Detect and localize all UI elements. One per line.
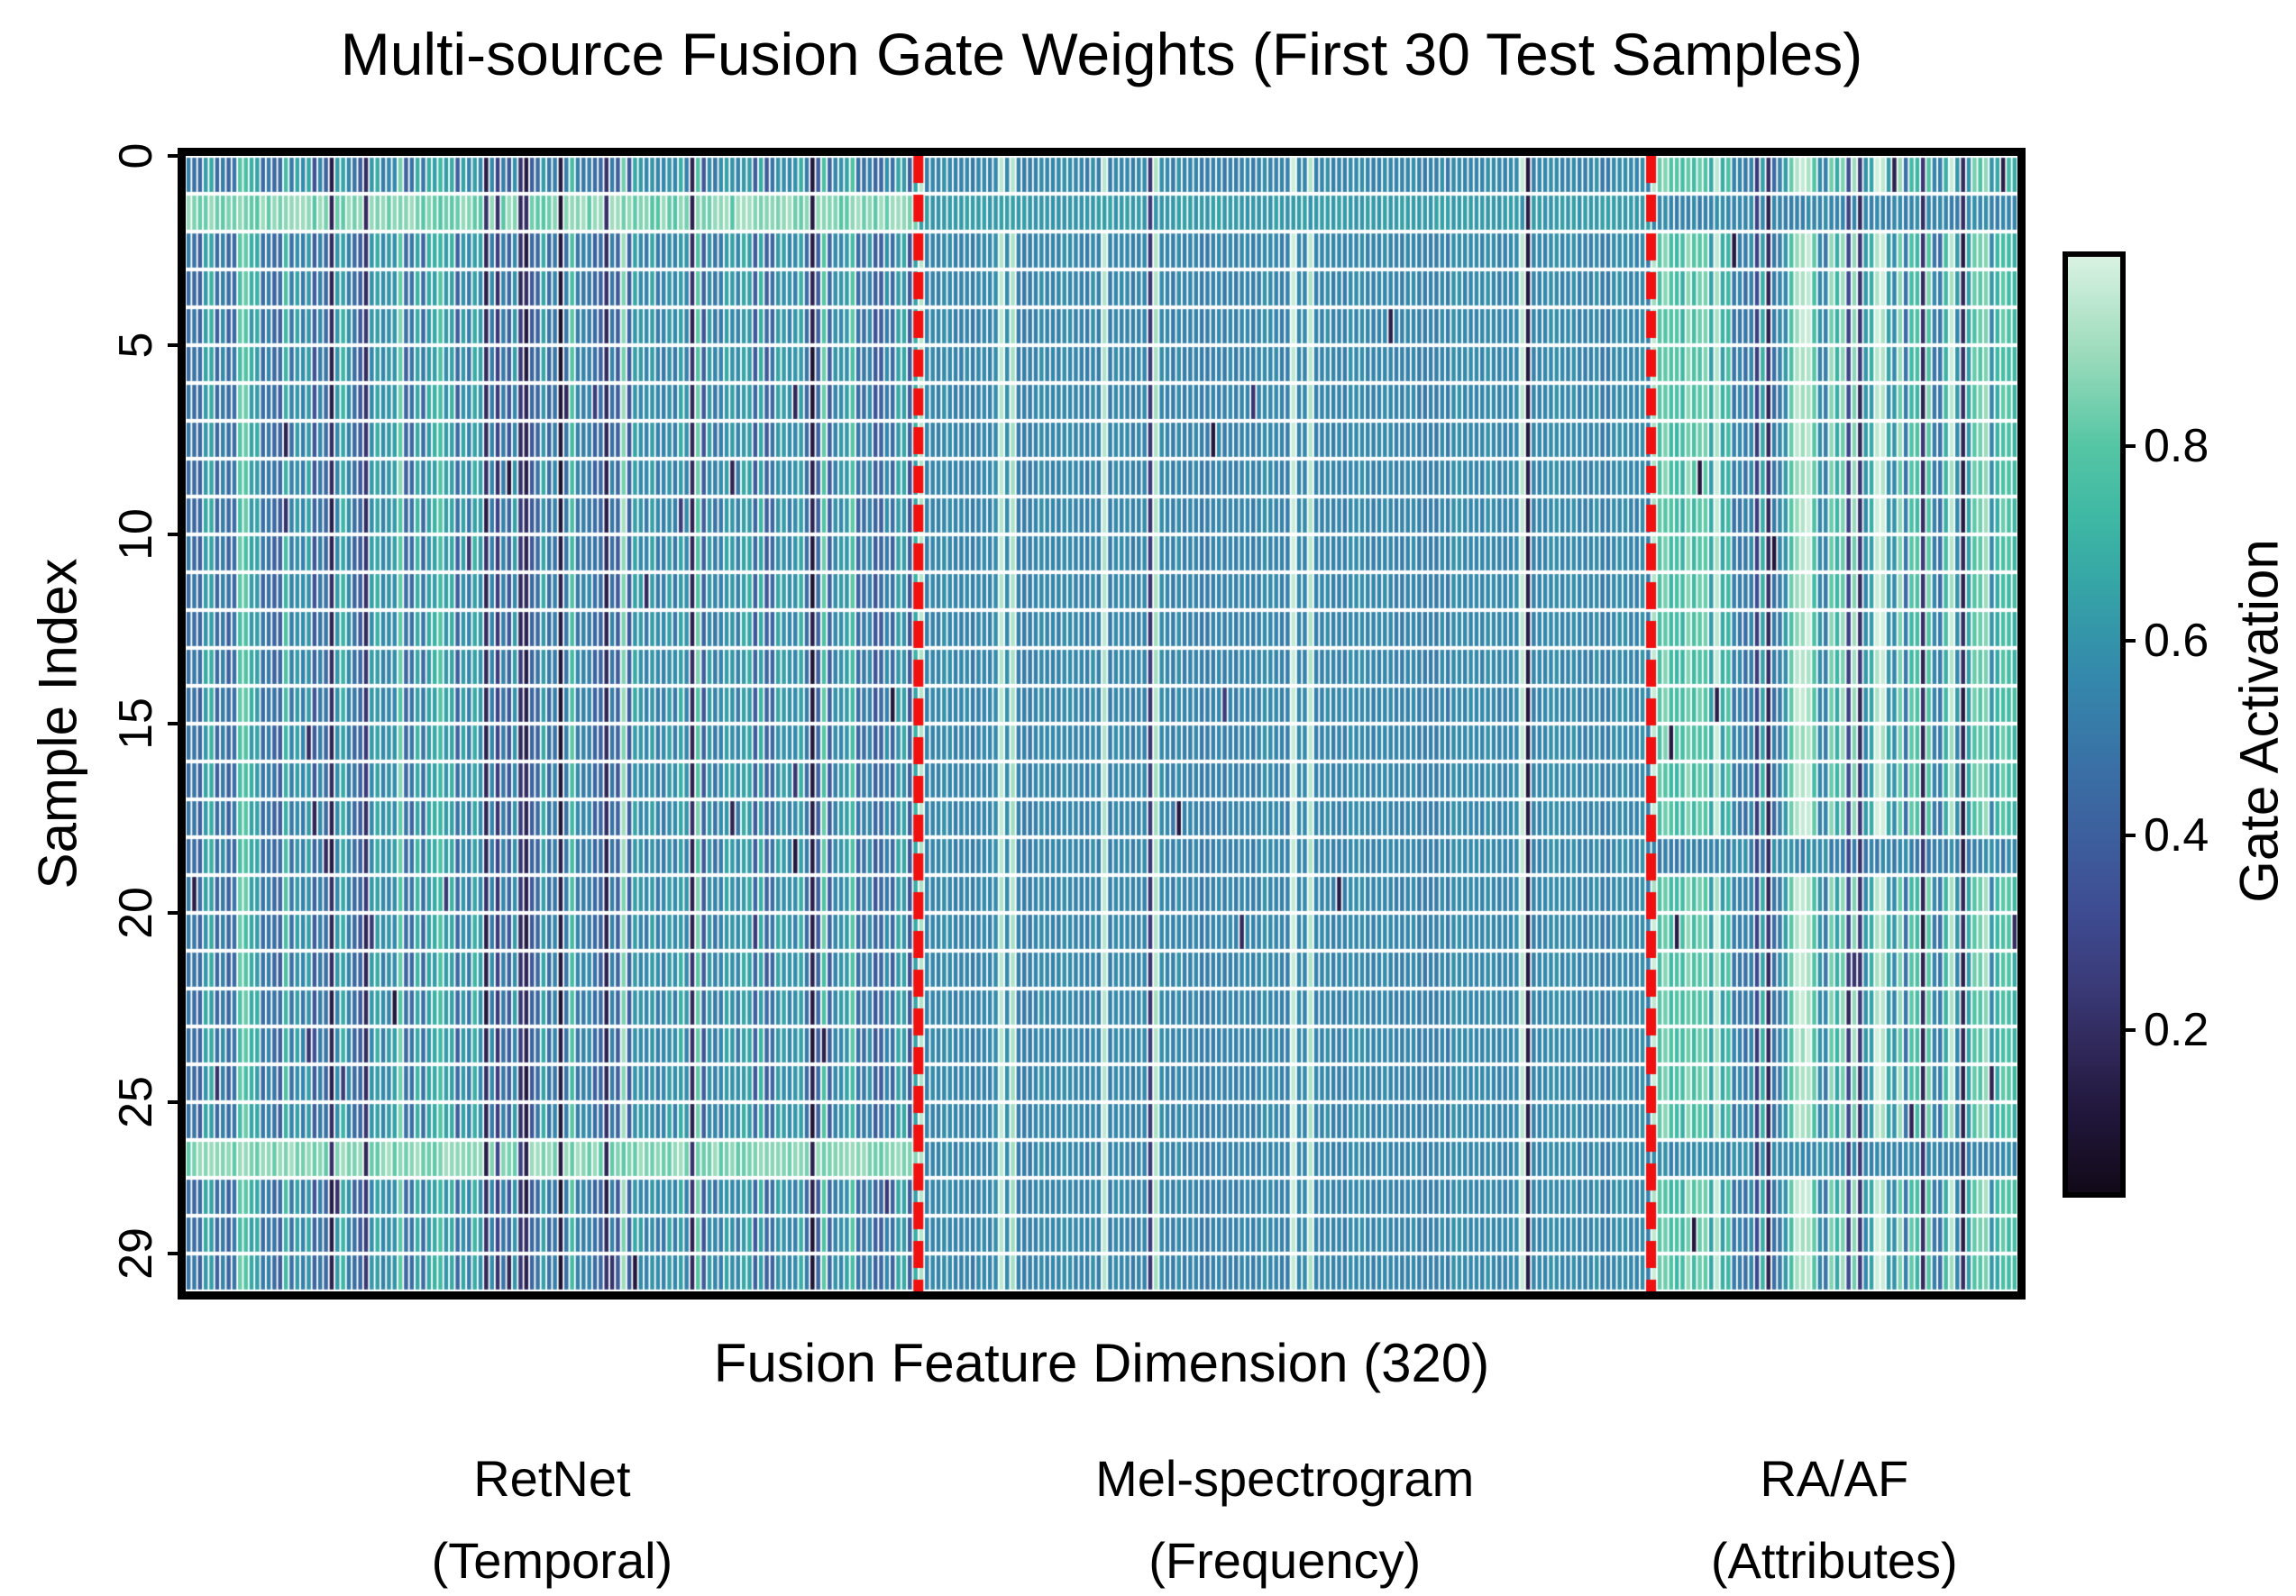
region-label-retnet: RetNet (Temporal)	[236, 1449, 867, 1590]
colorbar-tick-label: 0.2	[2144, 1003, 2209, 1056]
colorbar-tick-label: 0.4	[2144, 809, 2209, 862]
colorbar-tick-label: 0.6	[2144, 615, 2209, 668]
colorbar-tick-label: 0.8	[2144, 420, 2209, 473]
region-label-mel-spectrogram: Mel-spectrogram (Frequency)	[969, 1449, 1600, 1590]
colorbar-tick-mark	[2126, 444, 2136, 449]
y-tick-mark	[168, 722, 178, 725]
colorbar	[2063, 251, 2126, 1198]
colorbar-tick-mark	[2126, 639, 2136, 643]
y-tick-label: 0	[110, 142, 162, 169]
region-subtitle: (Attributes)	[1710, 1532, 1958, 1589]
x-axis-label: Fusion Feature Dimension (320)	[713, 1333, 1490, 1393]
y-tick-label: 5	[110, 332, 162, 359]
y-tick-label: 25	[110, 1076, 162, 1128]
y-tick-label: 10	[110, 508, 162, 561]
y-tick-mark	[168, 154, 178, 158]
region-name: RetNet	[473, 1450, 631, 1507]
region-name: RA/AF	[1760, 1450, 1909, 1507]
y-tick-mark	[168, 911, 178, 915]
chart-title: Multi-source Fusion Gate Weights (First …	[340, 21, 1863, 87]
y-axis-label: Sample Index	[27, 558, 88, 889]
heatmap-canvas	[186, 156, 2017, 1291]
y-tick-label: 29	[110, 1227, 162, 1280]
y-tick-mark	[168, 343, 178, 347]
colorbar-label: Gate Activation	[2228, 539, 2290, 903]
heatmap-plot-area	[178, 148, 2026, 1300]
y-tick-mark	[168, 533, 178, 536]
region-subtitle: (Temporal)	[431, 1532, 673, 1589]
y-tick-mark	[168, 1252, 178, 1255]
y-tick-label: 20	[110, 887, 162, 939]
region-label-ra-af: RA/AF (Attributes)	[1519, 1449, 2150, 1590]
region-subtitle: (Frequency)	[1148, 1532, 1422, 1589]
y-tick-label: 15	[110, 698, 162, 750]
colorbar-tick-mark	[2126, 834, 2136, 837]
y-tick-mark	[168, 1100, 178, 1104]
colorbar-tick-mark	[2126, 1027, 2136, 1032]
region-name: Mel-spectrogram	[1095, 1450, 1475, 1507]
colorbar-gradient	[2068, 257, 2120, 1192]
